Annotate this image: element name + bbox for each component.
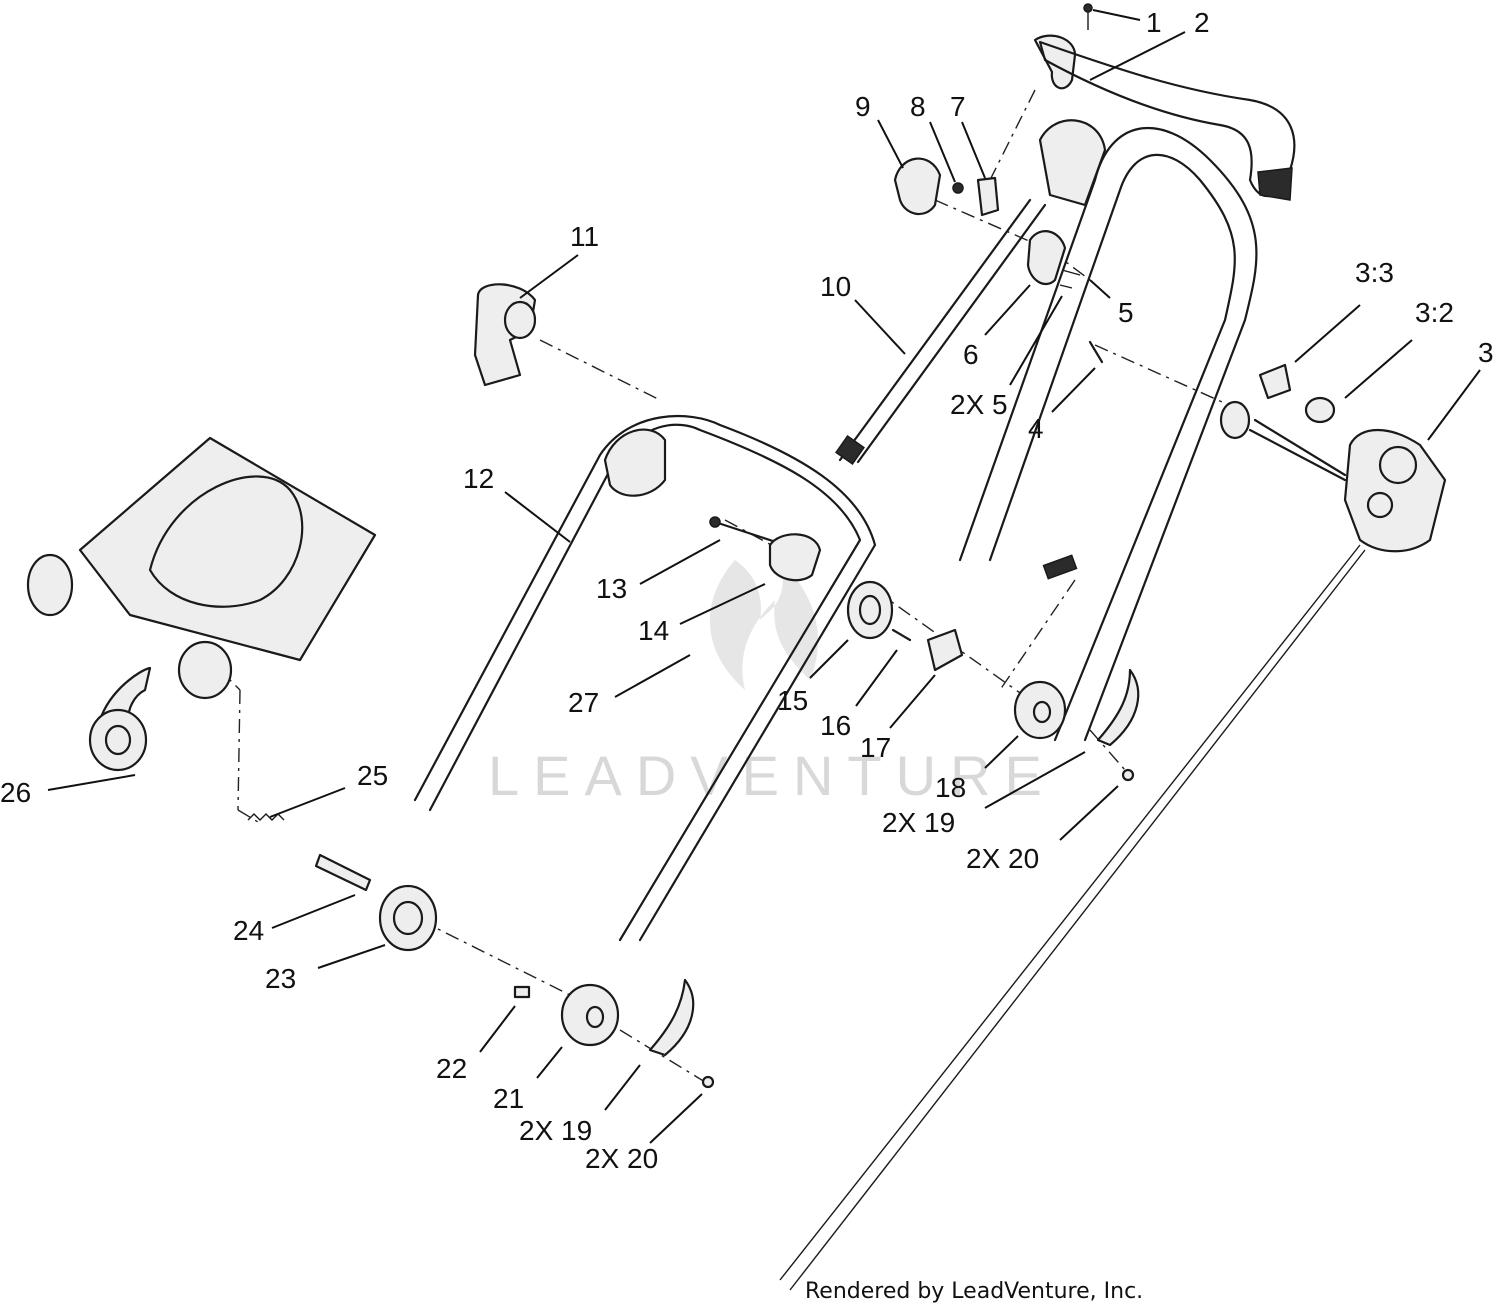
callout-24: 24	[233, 915, 264, 946]
callout-4: 4	[1028, 413, 1044, 444]
watermark: LEADVENTURE	[488, 560, 1056, 807]
callout-27: 27	[568, 687, 599, 718]
callout-5: 5	[1118, 297, 1134, 328]
mower-deck	[26, 436, 377, 700]
callout-2x-19-right: 2X 19	[882, 807, 955, 838]
part-23-gear	[378, 884, 438, 952]
callout-6: 6	[963, 339, 979, 370]
part-5-screws	[1059, 269, 1081, 289]
callout-2x-19-left: 2X 19	[519, 1115, 592, 1146]
callout-14: 14	[638, 615, 669, 646]
part-19-lever-right	[1096, 668, 1140, 747]
callout-labels: 1 2 3 3:2 3:3 4 5 2X 5 6 7 8 9 10 11 12 …	[0, 7, 1494, 1174]
part-15-gear	[846, 580, 894, 640]
part-26-height-adjuster	[88, 666, 152, 772]
part-2-control-bail	[1033, 34, 1296, 201]
callout-7: 7	[950, 91, 966, 122]
callout-1: 1	[1146, 7, 1162, 38]
part-17-block	[926, 628, 964, 672]
part-7-latch	[976, 176, 1000, 217]
callout-26: 26	[0, 777, 31, 808]
callout-2x-20-right: 2X 20	[966, 843, 1039, 874]
part-18-wheel-cap	[1013, 680, 1067, 740]
part-25-spring	[247, 813, 285, 821]
callout-23: 23	[265, 963, 296, 994]
callout-3-2: 3:2	[1415, 297, 1454, 328]
part-8-screw	[952, 182, 964, 194]
part-9-cover	[893, 157, 942, 216]
callout-10: 10	[820, 271, 851, 302]
callout-17: 17	[860, 732, 891, 763]
part-14-knob	[768, 533, 822, 582]
part-16-pin	[891, 628, 912, 642]
callout-3: 3	[1478, 337, 1494, 368]
part-24-shaft	[314, 853, 372, 892]
part-1-screw	[1083, 3, 1093, 30]
part-3-3-fitting	[1258, 363, 1292, 400]
part-6-bracket	[1026, 230, 1067, 286]
callout-13: 13	[596, 573, 627, 604]
part-21-wheel-cap	[560, 983, 620, 1047]
callout-2x-20-left: 2X 20	[585, 1143, 658, 1174]
callout-9: 9	[855, 91, 871, 122]
callout-25: 25	[357, 760, 388, 791]
callout-2: 2	[1194, 7, 1210, 38]
upper-handle	[958, 119, 1258, 742]
callout-21: 21	[493, 1083, 524, 1114]
part-3-control-box	[1248, 418, 1447, 553]
credit-text: Rendered by LeadVenture, Inc.	[805, 1279, 1143, 1304]
part-20-nut-left	[701, 1075, 715, 1089]
watermark-text: LEADVENTURE	[488, 744, 1056, 807]
callout-2x-5: 2X 5	[950, 389, 1008, 420]
callout-11: 11	[570, 221, 599, 252]
callout-18: 18	[935, 772, 966, 803]
cable-plug	[1219, 400, 1251, 440]
part-12-lower-handle	[413, 414, 877, 942]
part-3-2-fitting	[1304, 396, 1336, 424]
callout-12: 12	[463, 463, 494, 494]
callout-16: 16	[820, 710, 851, 741]
cable	[779, 544, 1366, 1291]
part-4-pin	[1088, 340, 1104, 364]
callout-3-3: 3:3	[1355, 257, 1394, 288]
part-19-lever-left	[648, 978, 695, 1057]
part-11-clamp	[473, 283, 537, 387]
leader-lines	[47, 9, 1481, 1144]
part-10-tube	[835, 198, 1047, 465]
part-22-bolt	[513, 985, 531, 999]
callout-8: 8	[910, 91, 926, 122]
callout-15: 15	[777, 685, 808, 716]
callout-22: 22	[436, 1053, 467, 1084]
part-20-nut-right	[1121, 768, 1135, 782]
